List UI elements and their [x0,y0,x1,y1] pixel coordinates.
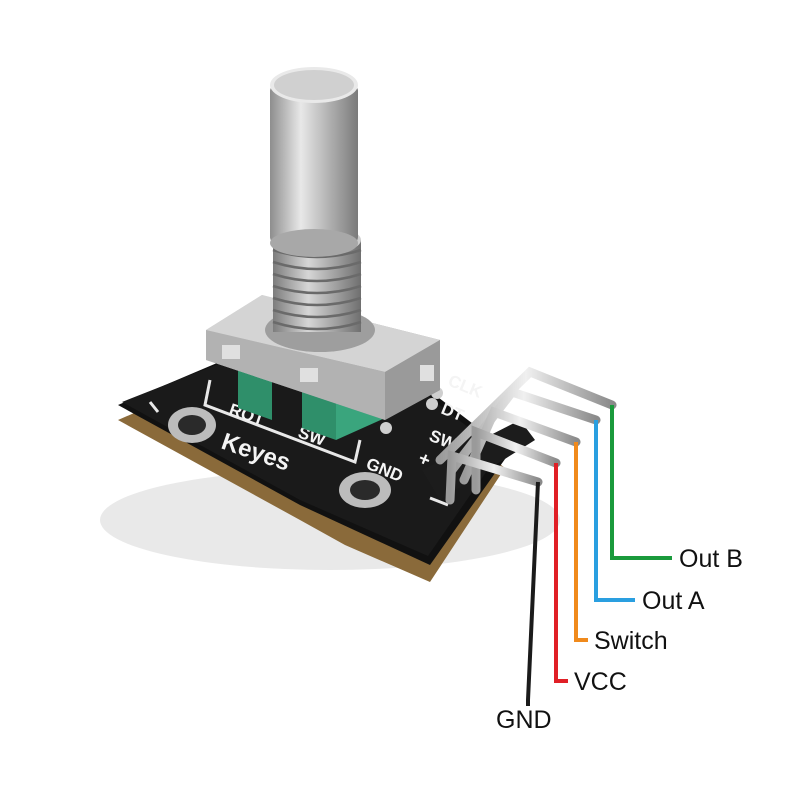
encoder-shaft [270,67,358,257]
wire-out-a [594,420,635,602]
wire-out-b [610,405,672,560]
mounting-hole-right [339,472,391,508]
label-out-a: Out A [642,587,705,615]
pcb-board [118,315,510,582]
label-gnd: GND [496,706,552,734]
pin-label-clk: CLK [446,371,486,402]
header-pins [422,366,617,505]
mounting-hole-left [168,407,216,443]
label-switch: Switch [594,627,668,655]
label-vcc: VCC [574,668,627,696]
label-out-b: Out B [679,545,743,573]
wire-vcc [554,463,568,683]
solder-pads [380,387,443,434]
wire-switch [574,442,588,642]
wire-gnd [526,481,540,706]
wire-lines [526,405,672,706]
